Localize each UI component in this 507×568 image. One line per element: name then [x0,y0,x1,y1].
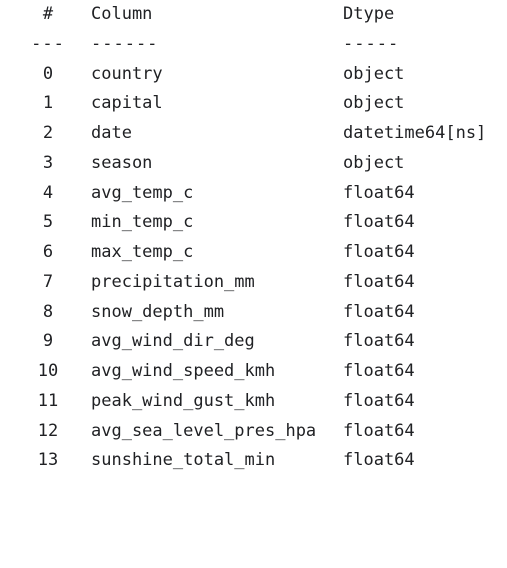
table-row: 10 avg_wind_speed_kmh float64 [0,359,507,383]
header-dtype: Dtype [343,4,395,24]
row-index: 4 [42,183,54,203]
row-index: 1 [42,93,54,113]
row-dtype: object [343,93,405,113]
row-column-name: date [91,123,132,143]
row-index: 8 [42,302,54,322]
row-column-name: sunshine_total_min [91,450,276,470]
row-dtype: float64 [343,212,415,232]
header-column: Column [91,4,153,24]
table-row: 4 avg_temp_c float64 [0,181,507,205]
row-index: 11 [37,391,59,411]
table-row: 2 date datetime64[ns] [0,121,507,145]
table-row: 9 avg_wind_dir_deg float64 [0,329,507,353]
table-row: 0 country object [0,62,507,86]
row-index: 13 [37,450,59,470]
row-column-name: avg_sea_level_pres_hpa [91,421,317,441]
row-index: 9 [42,331,54,351]
row-column-name: avg_temp_c [91,183,194,203]
header-index: # [42,4,54,24]
row-index: 12 [37,421,59,441]
table-row: 6 max_temp_c float64 [0,240,507,264]
row-index: 7 [42,272,54,292]
row-dtype: object [343,64,405,84]
row-dtype: float64 [343,450,415,470]
row-dtype: float64 [343,242,415,262]
row-column-name: capital [91,93,163,113]
row-index: 5 [42,212,54,232]
header-row: # Column Dtype [0,2,507,26]
row-column-name: min_temp_c [91,212,194,232]
separator-row: --- ------ ----- [0,32,507,56]
row-index: 6 [42,242,54,262]
table-row: 3 season object [0,151,507,175]
row-column-name: avg_wind_speed_kmh [91,361,276,381]
table-row: 13 sunshine_total_min float64 [0,448,507,472]
row-index: 10 [37,361,59,381]
table-row: 8 snow_depth_mm float64 [0,300,507,324]
table-row: 7 precipitation_mm float64 [0,270,507,294]
row-dtype: float64 [343,302,415,322]
table-row: 11 peak_wind_gust_kmh float64 [0,389,507,413]
row-dtype: float64 [343,391,415,411]
row-column-name: max_temp_c [91,242,194,262]
row-dtype: float64 [343,361,415,381]
row-dtype: object [343,153,405,173]
table-row: 5 min_temp_c float64 [0,210,507,234]
row-column-name: snow_depth_mm [91,302,225,322]
row-dtype: float64 [343,272,415,292]
row-dtype: float64 [343,331,415,351]
row-dtype: datetime64[ns] [343,123,487,143]
separator-index: --- [31,34,65,54]
separator-dtype: ----- [343,34,400,54]
row-index: 0 [42,64,54,84]
row-dtype: float64 [343,183,415,203]
row-dtype: float64 [343,421,415,441]
table-row: 1 capital object [0,91,507,115]
row-column-name: season [91,153,153,173]
dataframe-info-output: # Column Dtype --- ------ ----- 0 countr… [0,2,507,472]
table-row: 12 avg_sea_level_pres_hpa float64 [0,419,507,443]
row-column-name: country [91,64,163,84]
separator-column: ------ [91,34,159,54]
row-index: 2 [42,123,54,143]
row-column-name: peak_wind_gust_kmh [91,391,276,411]
row-column-name: avg_wind_dir_deg [91,331,255,351]
row-column-name: precipitation_mm [91,272,255,292]
row-index: 3 [42,153,54,173]
